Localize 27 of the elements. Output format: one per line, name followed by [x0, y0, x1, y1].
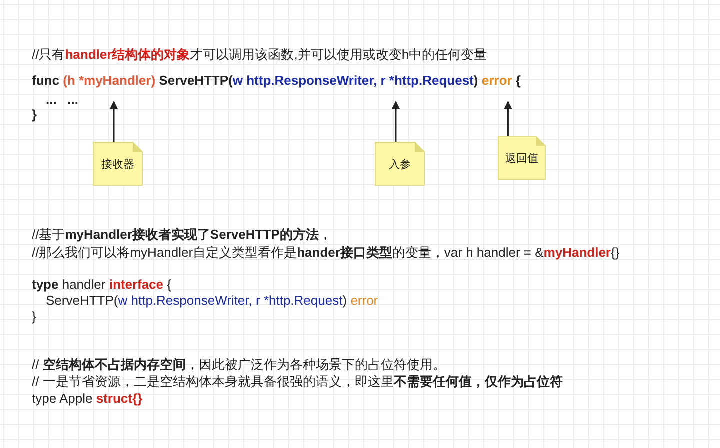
code-ellipsis: ... ...: [46, 92, 79, 107]
code-comment: //只有handler结构体的对象才可以调用该函数,并可以使用或改变h中的任何变量: [32, 47, 488, 62]
code-token: ): [474, 73, 478, 88]
arrow: [110, 101, 118, 142]
receiver-code: (h *myHandler): [63, 73, 156, 88]
arrow: [504, 101, 512, 136]
code-token: }: [32, 107, 38, 122]
parameter-code: w http.ResponseWriter, r *http.Request: [232, 73, 474, 88]
function-name: ServeHTTP(: [46, 293, 118, 308]
keyword: func: [32, 73, 60, 88]
return-type-code: error: [350, 293, 378, 308]
return-type-code: error: [482, 73, 512, 88]
code-token: ): [342, 293, 348, 308]
sticky-note: 返回值: [498, 136, 546, 180]
code-line: type Apple struct{}: [32, 391, 143, 406]
code-comment: // 一是节省资源，二是空结构体本身就具备很强的语义，即这里不需要任何值，仅作为占位符: [32, 374, 563, 389]
code-token: {: [516, 73, 521, 88]
arrow: [392, 101, 400, 142]
code-comment: //基于myHandler接收者实现了ServeHTTP的方法，: [32, 227, 332, 242]
sticky-note: 接收器: [93, 142, 143, 186]
sticky-note: 入参: [375, 142, 425, 186]
code-comment: // 空结构体不占据内存空间，因此被广泛作为各种场景下的占位符使用。: [32, 357, 446, 372]
code-comment: //那么我们可以将myHandler自定义类型看作是hander接口类型的变量，var h handler = &myHandler{}: [32, 245, 620, 260]
parameter-code: w http.ResponseWriter, r *http.Request: [118, 293, 343, 308]
code-line: type handler interface {: [32, 277, 172, 292]
function-name: ServeHTTP(: [159, 73, 233, 88]
code-token: }: [32, 309, 36, 324]
